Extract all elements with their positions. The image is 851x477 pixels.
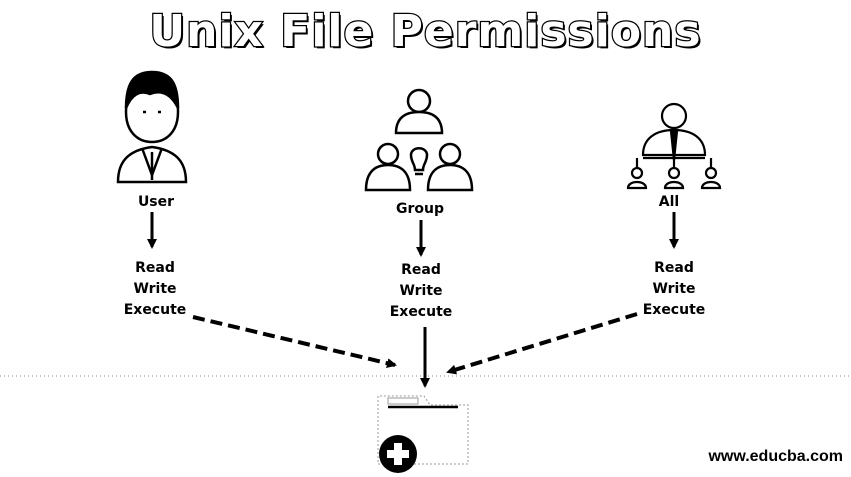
role-label-group: Group xyxy=(395,201,444,217)
permission-read: Read xyxy=(135,260,175,276)
page-title: Unix File Permissions xyxy=(148,5,702,59)
permission-execute: Execute xyxy=(642,302,706,318)
permission-write: Write xyxy=(399,283,443,299)
all-hierarchy-icon xyxy=(626,102,722,190)
role-label-user: User xyxy=(137,194,175,210)
role-label-all: All xyxy=(658,194,680,210)
permission-read: Read xyxy=(654,260,694,276)
group-icon xyxy=(364,88,474,192)
permission-execute: Execute xyxy=(389,304,453,320)
permission-read: Read xyxy=(401,262,441,278)
permission-write: Write xyxy=(133,281,177,297)
all-permissions: Read Write Execute xyxy=(614,258,734,321)
website-watermark: www.educba.com xyxy=(708,448,843,465)
user-icon xyxy=(116,70,188,184)
permission-write: Write xyxy=(652,281,696,297)
permission-execute: Execute xyxy=(123,302,187,318)
user-permissions: Read Write Execute xyxy=(95,258,215,321)
group-permissions: Read Write Execute xyxy=(361,260,481,323)
all-dashed-arrow xyxy=(446,312,638,375)
file-add-icon xyxy=(377,395,469,473)
user-dashed-arrow xyxy=(192,315,397,369)
